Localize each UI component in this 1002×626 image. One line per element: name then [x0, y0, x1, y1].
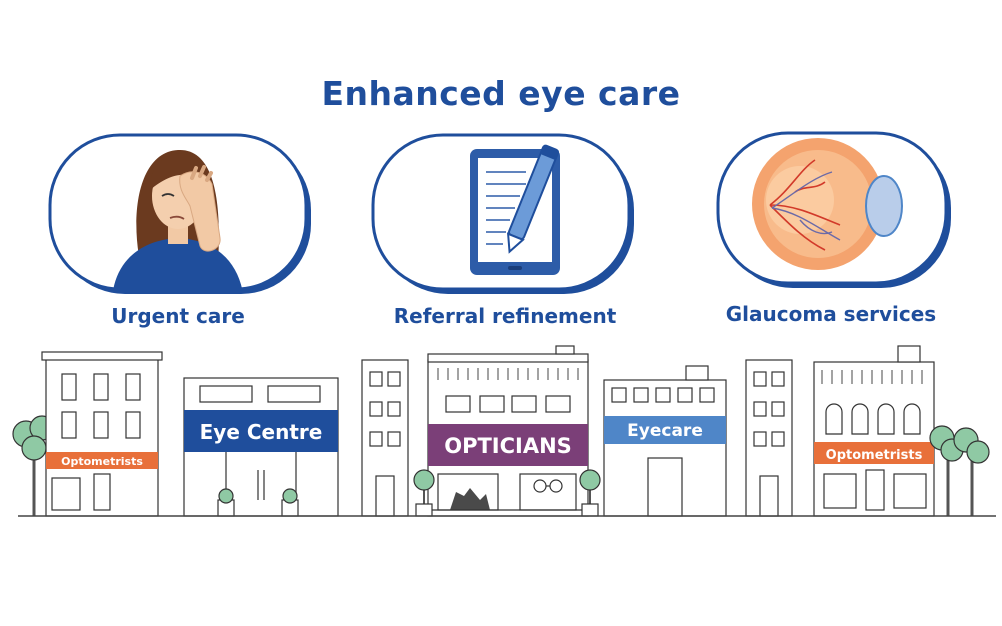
glaucoma-services-label: Glaucoma services [725, 302, 937, 326]
building-optometrists-right [813, 345, 935, 517]
tree-opticians-right [579, 469, 601, 517]
referral-refinement-card [371, 133, 634, 294]
sign-eyecare: Eyecare [627, 421, 703, 441]
page-title: Enhanced eye care [321, 74, 681, 113]
sign-optometrists-left: Optometrists [61, 455, 143, 468]
person-eye-pain-icon [112, 149, 244, 290]
high-street [12, 345, 996, 517]
building-narrow-1 [361, 359, 409, 517]
urgent-care-card [48, 133, 311, 294]
building-optometrists-left [41, 351, 163, 517]
building-eye-centre [183, 377, 339, 517]
tree-opticians-left [413, 469, 435, 517]
referral-refinement-label: Referral refinement [393, 304, 617, 328]
glaucoma-services-card [716, 131, 951, 288]
building-narrow-2 [745, 359, 793, 517]
urgent-care-label: Urgent care [111, 304, 245, 328]
tablet-pen-icon [470, 144, 560, 275]
sign-opticians: OPTICIANS [444, 434, 572, 458]
eyeball-icon [752, 138, 903, 270]
tree-right [929, 425, 990, 516]
building-opticians [427, 345, 589, 517]
sign-eye-centre: Eye Centre [200, 420, 323, 444]
building-eyecare [603, 365, 727, 517]
sign-optometrists-right: Optometrists [826, 448, 923, 463]
